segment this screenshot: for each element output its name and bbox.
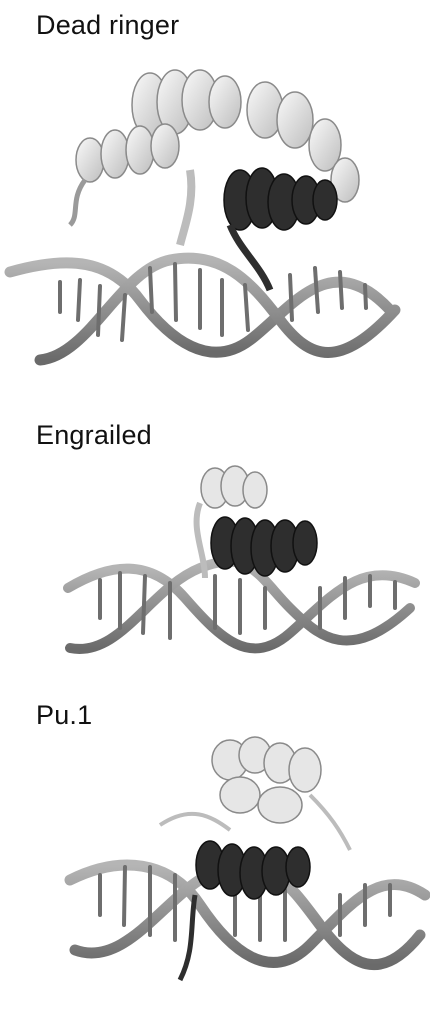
panel-title: Engrailed xyxy=(36,420,152,451)
panel-engrailed: Engrailed xyxy=(0,410,430,660)
dna-protein-structure-image xyxy=(0,458,430,668)
dna-protein-structure-image xyxy=(0,735,430,1015)
panel-pu1: Pu.1 xyxy=(0,690,430,1019)
panel-dead-ringer: Dead ringer xyxy=(0,0,430,390)
panel-title: Pu.1 xyxy=(36,700,92,731)
dna-protein-structure-image xyxy=(0,50,430,390)
panel-title: Dead ringer xyxy=(36,10,179,41)
